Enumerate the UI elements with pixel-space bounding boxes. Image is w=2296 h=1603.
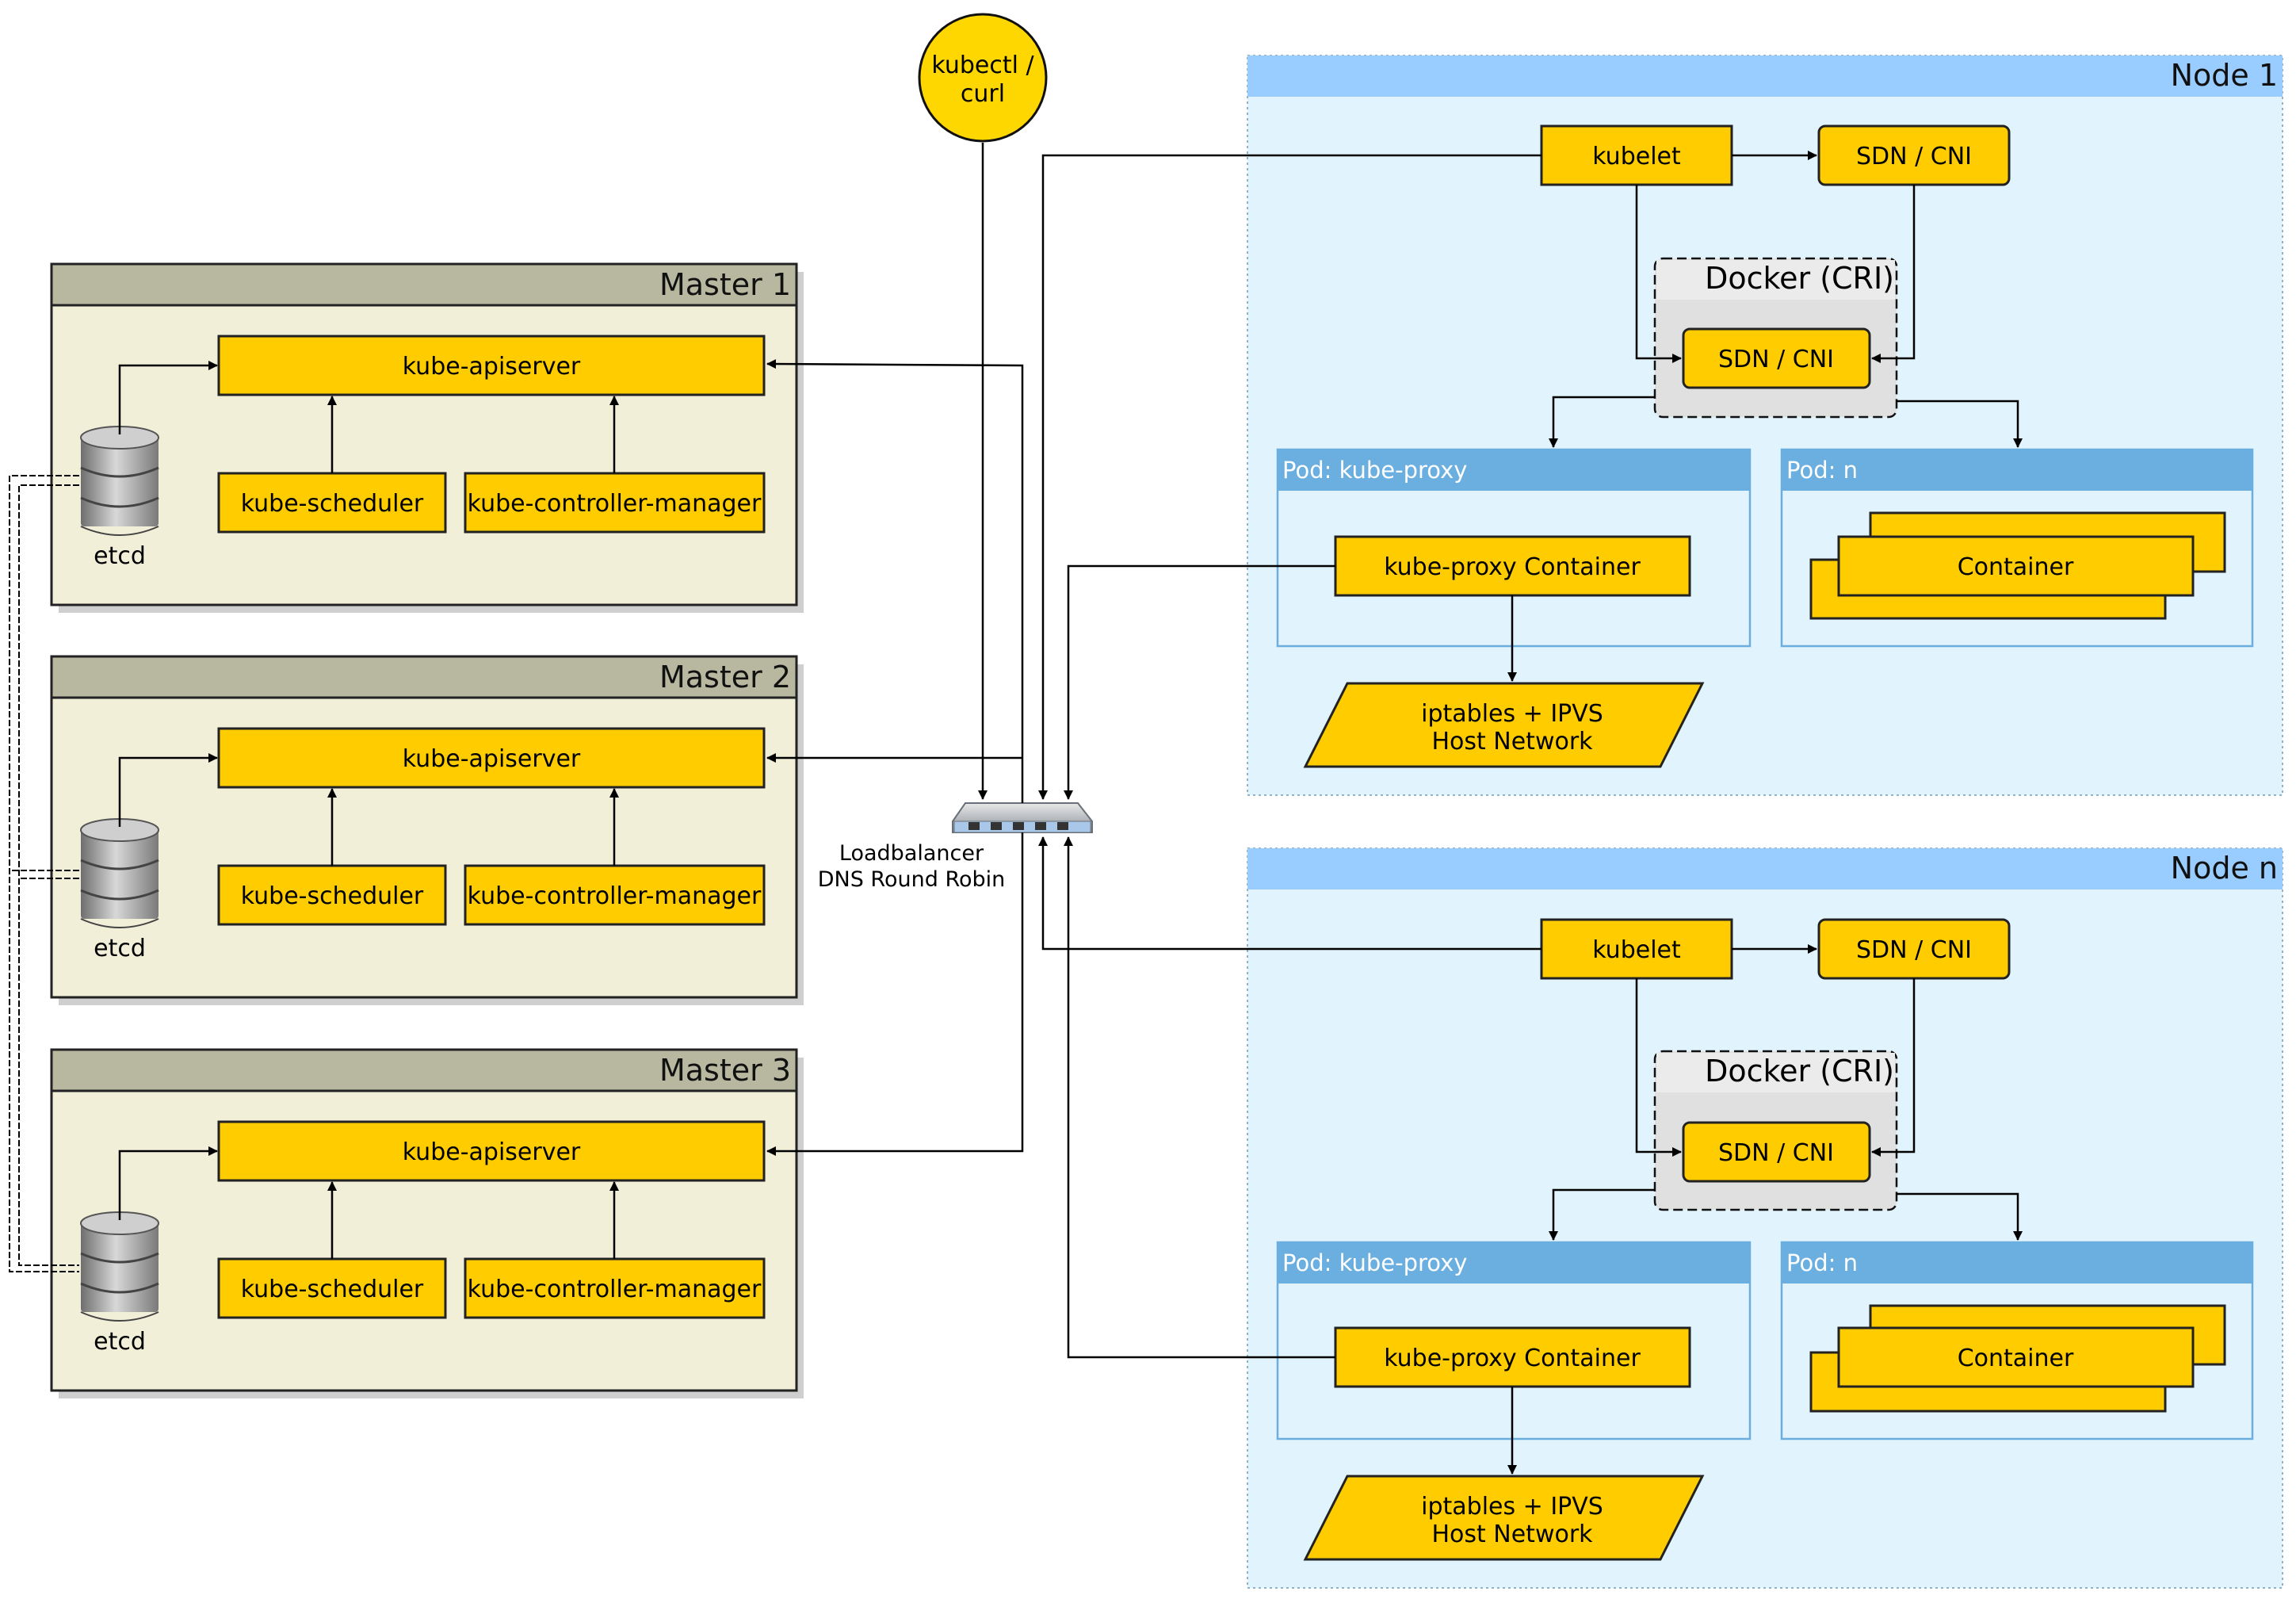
pod-kube-proxy-title: Pod: kube-proxy (1282, 1249, 1467, 1276)
master-1-panel (50, 262, 798, 606)
master-2-panel (50, 655, 798, 999)
master-3-title: Master 3 (659, 1053, 791, 1088)
master-2-title: Master 2 (659, 660, 791, 694)
node-n: Node n kubelet SDN / CNI Docker (CRI) SD… (1038, 836, 2283, 1589)
pod-n-title: Pod: n (1786, 1249, 1858, 1276)
iptables-label-line2: Host Network (1431, 1521, 1593, 1548)
kube-proxy-container-label: kube-proxy Container (1384, 1345, 1641, 1372)
master-2-header (50, 655, 798, 699)
kube-proxy-container-box[interactable] (1334, 1326, 1691, 1388)
kube-scheduler-box[interactable] (217, 472, 447, 534)
kube-apiserver-label: kube-apiserver (403, 353, 581, 381)
loadbalancer-label-line1: Loadbalancer (839, 841, 984, 866)
etcd-label: etcd (94, 1328, 146, 1356)
container-label: Container (1958, 553, 2074, 581)
sdn-cni-label: SDN / CNI (1856, 936, 1972, 964)
docker-sdn-cni-box[interactable] (1682, 1121, 1871, 1183)
node-1-panel (1247, 55, 2283, 796)
node-1: Node 1 kubelet SDN / CNI Docker (CRI) SD… (1038, 55, 2283, 800)
etcd-label: etcd (94, 542, 146, 570)
kube-apiserver-box[interactable] (217, 727, 766, 789)
pod-n-title: Pod: n (1786, 457, 1858, 484)
lb-to-apiserver-links (766, 359, 1024, 1156)
master-1: Master 1 kube-apiserver kube-scheduler k… (50, 262, 804, 613)
container-label: Container (1958, 1345, 2074, 1372)
docker-sdn-cni-label: SDN / CNI (1718, 346, 1834, 373)
iptables-host-network[interactable] (1303, 682, 1705, 768)
kube-scheduler-label: kube-scheduler (241, 1276, 424, 1303)
container-box[interactable] (1837, 535, 2195, 597)
pod-kube-proxy-title: Pod: kube-proxy (1282, 457, 1467, 484)
client-label-line1: kubectl / (931, 52, 1034, 79)
docker-cri-title: Docker (CRI) (1705, 1054, 1894, 1088)
kube-scheduler-box[interactable] (217, 1257, 447, 1319)
node-1-header (1247, 55, 2283, 97)
iptables-host-network[interactable] (1303, 1475, 1705, 1561)
node-n-title: Node n (2171, 851, 2278, 886)
docker-cri-title: Docker (CRI) (1705, 261, 1894, 296)
iptables-label-line1: iptables + IPVS (1421, 1493, 1603, 1521)
etcd-label: etcd (94, 935, 146, 962)
kube-apiserver-box[interactable] (217, 335, 766, 396)
kubectl-client[interactable]: kubectl / curl (918, 13, 1048, 143)
kube-scheduler-label: kube-scheduler (241, 490, 424, 518)
loadbalancer-label-line2: DNS Round Robin (818, 867, 1006, 892)
docker-sdn-cni-label: SDN / CNI (1718, 1139, 1834, 1167)
etcd-database-icon (80, 1211, 159, 1322)
node-n-panel (1247, 847, 2283, 1589)
etcd-database-icon (80, 818, 159, 928)
kube-controller-manager-label: kube-controller-manager (468, 882, 762, 910)
kube-controller-manager-label: kube-controller-manager (468, 490, 762, 518)
etcd-cluster-links (9, 475, 79, 1272)
sdn-cni-label: SDN / CNI (1856, 143, 1972, 170)
iptables-label-line2: Host Network (1431, 728, 1593, 756)
loadbalancer-switch-icon[interactable] (952, 802, 1093, 833)
docker-sdn-cni-box[interactable] (1682, 327, 1871, 389)
kubelet-label: kubelet (1592, 936, 1681, 964)
client-label-line2: curl (961, 80, 1005, 108)
kube-controller-manager-box[interactable] (464, 1257, 766, 1319)
node-1-title: Node 1 (2171, 58, 2278, 93)
kube-proxy-container-box[interactable] (1334, 535, 1691, 597)
kube-scheduler-label: kube-scheduler (241, 882, 424, 910)
master-2: Master 2 kube-apiserver kube-scheduler k… (50, 655, 804, 1005)
iptables-label-line1: iptables + IPVS (1421, 700, 1603, 728)
kube-controller-manager-box[interactable] (464, 472, 766, 534)
kube-apiserver-label: kube-apiserver (403, 745, 581, 773)
kubelet-label: kubelet (1592, 143, 1681, 170)
master-3-panel (50, 1048, 798, 1392)
container-box[interactable] (1837, 1326, 2195, 1388)
master-3-header (50, 1048, 798, 1092)
kube-apiserver-label: kube-apiserver (403, 1138, 581, 1166)
kube-proxy-container-label: kube-proxy Container (1384, 553, 1641, 581)
master-1-header (50, 262, 798, 307)
node-n-header (1247, 848, 2283, 889)
kube-apiserver-box[interactable] (217, 1120, 766, 1182)
etcd-database-icon (80, 426, 159, 536)
kube-controller-manager-label: kube-controller-manager (468, 1276, 762, 1303)
master-3: Master 3 kube-apiserver kube-scheduler k… (50, 1048, 804, 1398)
master-1-title: Master 1 (659, 267, 791, 302)
